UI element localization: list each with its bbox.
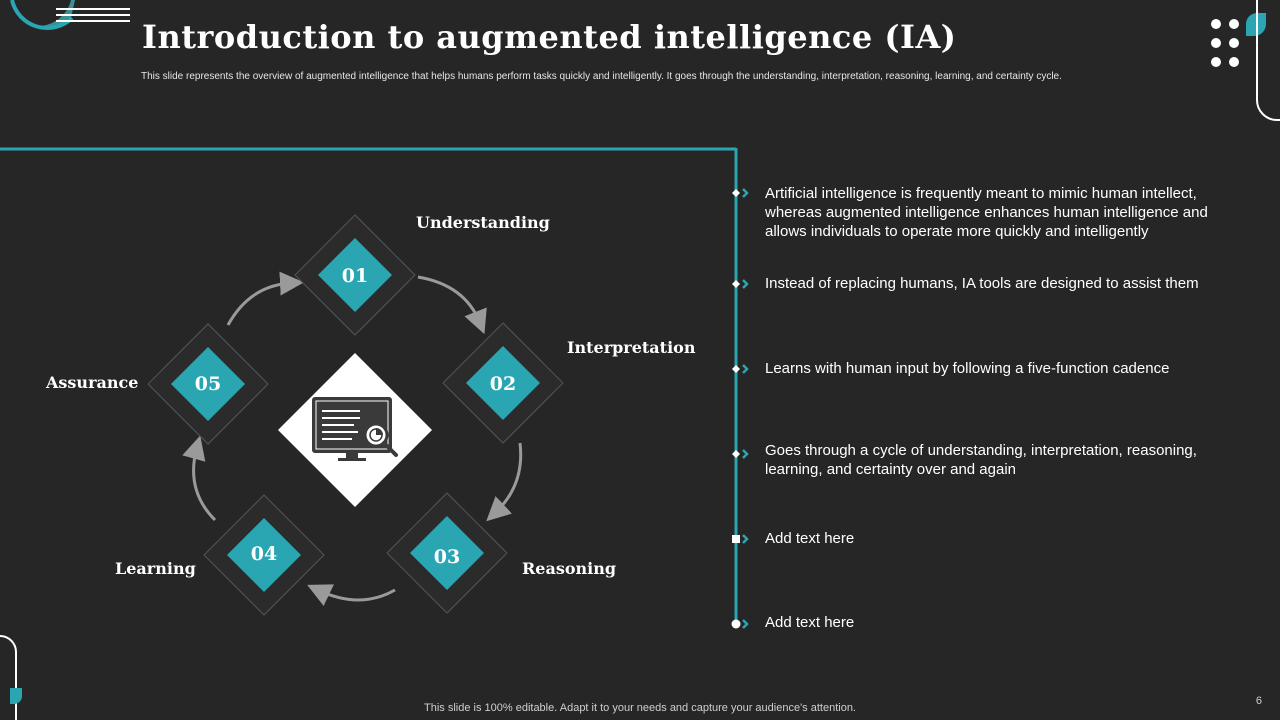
step-number-01: 01	[341, 265, 369, 287]
bullet-markers	[731, 188, 749, 629]
bullet-marker	[732, 534, 749, 544]
cycle-arrow	[307, 584, 396, 606]
monitor-analytics-icon	[312, 397, 398, 461]
step-label-understanding: Understanding	[416, 213, 550, 232]
bullet-marker	[731, 619, 749, 629]
step-number-03: 03	[433, 546, 461, 568]
page-title: Introduction to augmented intelligence (…	[142, 18, 957, 56]
step-label-learning: Learning	[115, 559, 196, 578]
step-diamond-05	[147, 323, 269, 445]
top-left-decoration	[4, 0, 130, 30]
step-number-05: 05	[194, 373, 222, 395]
cycle-diagram	[147, 214, 564, 616]
step-number-04: 04	[250, 543, 278, 565]
step-label-reasoning: Reasoning	[522, 559, 617, 578]
frame-lines	[0, 147, 738, 624]
page-number: 6	[1255, 695, 1262, 707]
cycle-arrow	[226, 271, 304, 326]
bottom-left-decoration	[0, 635, 22, 720]
step-diamond-02	[442, 322, 564, 444]
footer-note: This slide is 100% editable. Adapt it to…	[424, 702, 856, 714]
bullet-text-1: Artificial intelligence is frequently me…	[765, 185, 1208, 240]
bullet-marker	[732, 449, 749, 459]
step-number-02: 02	[489, 373, 517, 395]
bullet-marker	[732, 364, 749, 374]
top-right-decoration	[1211, 0, 1280, 121]
step-label-assurance: Assurance	[46, 373, 139, 392]
cycle-arrow	[417, 275, 487, 335]
step-diamond-01	[294, 214, 416, 336]
bullet-marker	[732, 279, 749, 289]
bullet-text-6: Add text here	[765, 614, 855, 631]
step-diamond-03	[386, 492, 508, 614]
bullet-text-2: Instead of replacing humans, IA tools ar…	[765, 275, 1199, 292]
bullet-text-5: Add text here	[765, 530, 855, 547]
cycle-arrow	[486, 442, 523, 522]
cycle-arrow	[182, 435, 217, 522]
bullet-text-4: Goes through a cycle of understanding, i…	[765, 442, 1197, 478]
step-label-interpretation: Interpretation	[567, 338, 696, 357]
bullet-text-3: Learns with human input by following a f…	[765, 360, 1170, 377]
page-subtitle: This slide represents the overview of au…	[141, 71, 1062, 82]
step-diamond-04	[203, 494, 325, 616]
bullet-marker	[732, 188, 749, 198]
